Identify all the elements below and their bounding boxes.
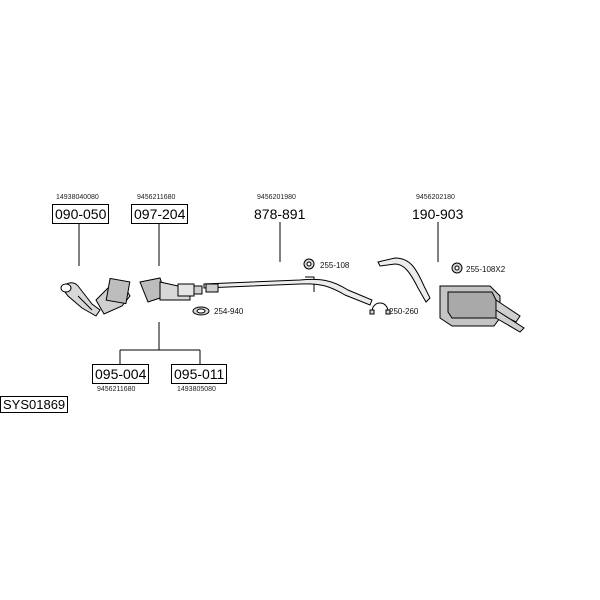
clamp-250-260-icon <box>369 302 391 315</box>
part-label-190-903[interactable]: 190-903 <box>412 206 464 222</box>
clamp-254-940-icon <box>192 306 210 316</box>
oe-number-190-903: 9456202180 <box>416 194 455 201</box>
oe-number-095-004: 9456211680 <box>97 386 136 393</box>
part-label-097-204[interactable]: 097-204 <box>131 204 189 224</box>
small-part-label-250-260[interactable]: 250-260 <box>389 307 419 316</box>
part-label-095-011[interactable]: 095-011 <box>171 364 228 384</box>
small-part-label-254-940[interactable]: 254-940 <box>214 307 244 316</box>
rubber-mount-255-108x2-icon <box>451 262 463 274</box>
system-id-label: SYS01869 <box>0 396 69 413</box>
catalyst-097-204-part <box>139 277 203 303</box>
front-catalyst-part <box>60 277 131 317</box>
leader-255-108 <box>305 276 315 292</box>
oe-number-090-050: 14938040080 <box>56 194 99 201</box>
small-part-label-255-108[interactable]: 255-108 <box>320 261 350 270</box>
oe-number-095-011: 1493805080 <box>177 386 216 393</box>
part-label-095-004[interactable]: 095-004 <box>92 364 150 384</box>
oe-number-097-204: 9456211680 <box>137 194 176 201</box>
front-pipe-part <box>203 278 373 306</box>
rear-silencer-part <box>377 257 525 333</box>
rubber-mount-255-108-icon <box>303 258 315 270</box>
leader-lines <box>78 220 439 364</box>
part-label-878-891[interactable]: 878-891 <box>254 206 306 222</box>
oe-number-878-891: 9456201980 <box>257 194 296 201</box>
small-part-label-255-108x2[interactable]: 255-108X2 <box>466 265 506 274</box>
part-label-090-050[interactable]: 090-050 <box>52 204 110 224</box>
